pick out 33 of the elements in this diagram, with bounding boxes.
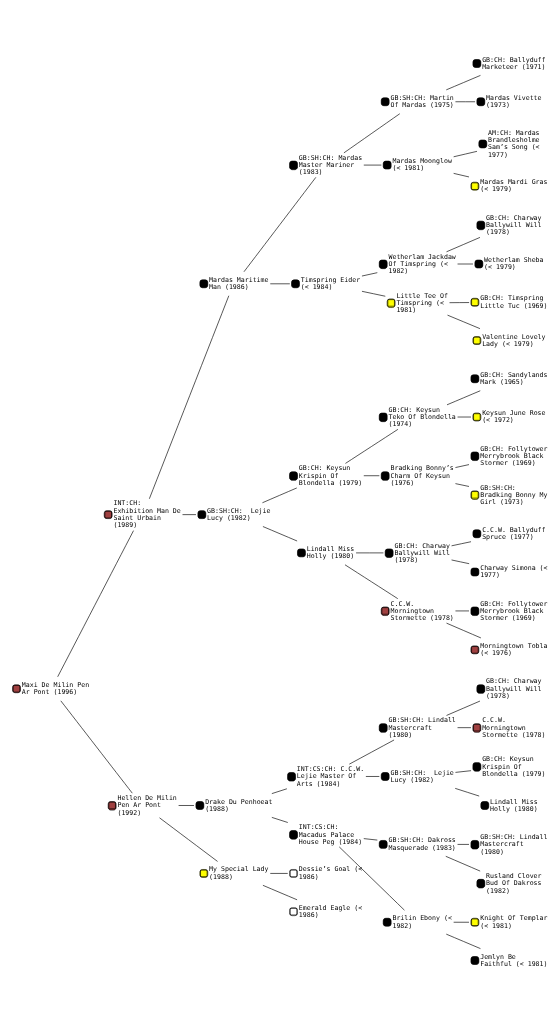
connector (453, 173, 470, 178)
connector (365, 776, 380, 777)
connector (445, 855, 481, 872)
connector (269, 283, 291, 285)
connector (182, 514, 197, 515)
connector (348, 739, 395, 765)
connector (453, 921, 470, 923)
connector (338, 846, 405, 911)
connector (446, 237, 481, 253)
connector (271, 788, 288, 794)
connector (457, 416, 472, 418)
connector (451, 541, 472, 547)
connector (60, 700, 133, 794)
connector (445, 933, 481, 949)
connector (344, 564, 399, 599)
connector (449, 302, 470, 303)
connector (363, 475, 380, 477)
connector (455, 101, 476, 103)
connector (149, 295, 230, 500)
connector (455, 610, 470, 612)
connector (262, 885, 298, 901)
connector (262, 487, 298, 504)
connector (457, 263, 474, 265)
connector (457, 727, 472, 728)
connector (355, 552, 384, 554)
connector (361, 272, 378, 277)
connector (363, 164, 382, 166)
connector (178, 805, 195, 806)
connector (457, 844, 470, 845)
connector (363, 838, 378, 841)
connector (57, 530, 134, 678)
connector (455, 770, 472, 773)
connector (243, 177, 317, 273)
